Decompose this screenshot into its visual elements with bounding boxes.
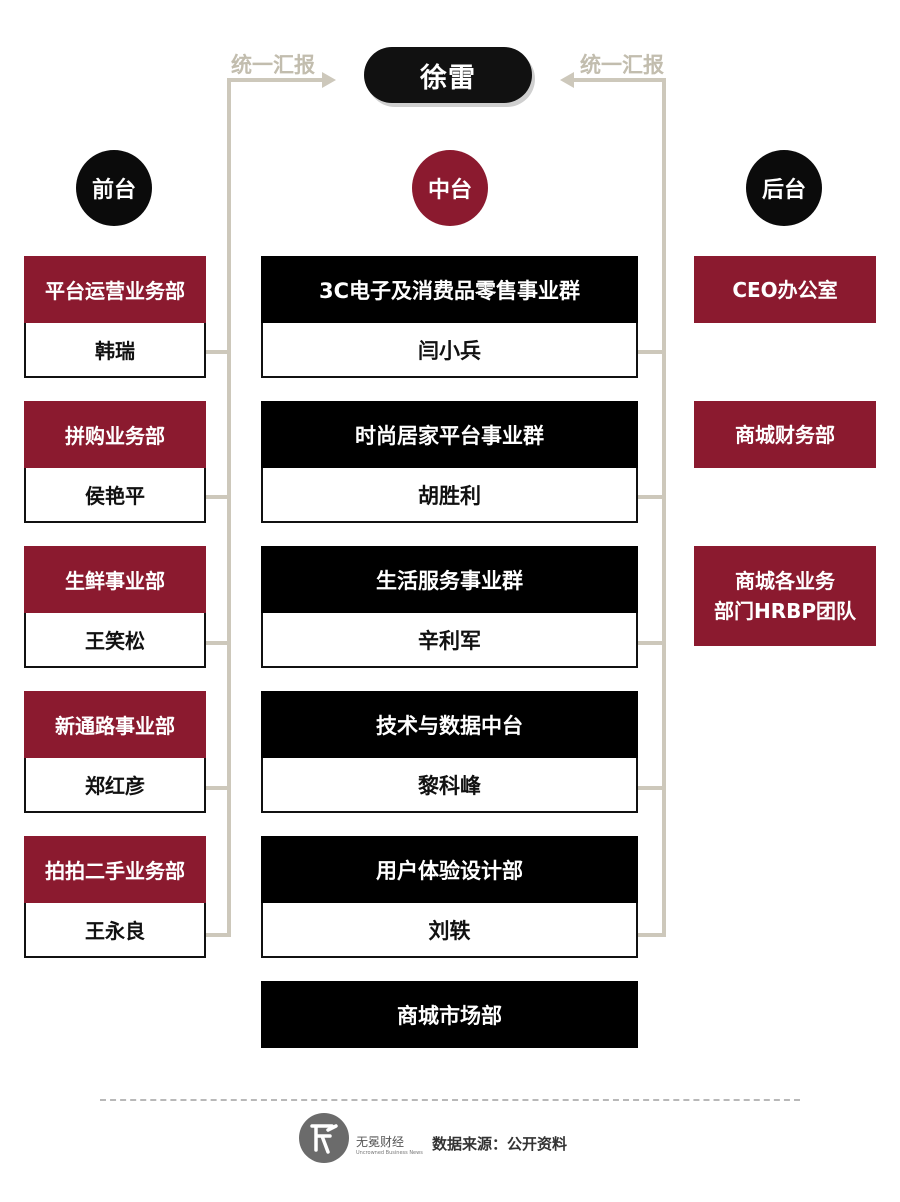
middle-unit-card: 3C电子及消费品零售事业群 闫小兵: [261, 256, 638, 378]
front-unit-head: 侯艳平: [24, 468, 206, 523]
column-middle-circle: 中台: [412, 150, 488, 226]
left-trunk-line: [206, 78, 325, 937]
brand-logo-icon: [299, 1113, 349, 1163]
right-arrow-head: [560, 72, 574, 88]
back-unit-box: 商城各业务 部门HRBP团队: [694, 546, 876, 646]
back-unit-box: CEO办公室: [694, 256, 876, 323]
report-label-left: 统一汇报: [231, 53, 315, 77]
front-unit-dept: 平台运营业务部: [24, 256, 206, 323]
front-unit-dept: 拍拍二手业务部: [24, 836, 206, 903]
front-unit-card: 拼购业务部 侯艳平: [24, 401, 206, 523]
middle-unit-card: 生活服务事业群 辛利军: [261, 546, 638, 668]
front-unit-dept: 拼购业务部: [24, 401, 206, 468]
column-front-circle: 前台: [76, 150, 152, 226]
report-label-right: 统一汇报: [580, 53, 664, 77]
front-unit-head: 王永良: [24, 903, 206, 958]
middle-unit-dept: 3C电子及消费品零售事业群: [261, 256, 638, 323]
right-trunk-line: [571, 78, 666, 937]
back-unit-label-line1: 商城各业务: [735, 569, 835, 593]
footer-divider: [100, 1099, 800, 1101]
root-name: 徐雷: [420, 62, 476, 94]
back-unit-label: CEO办公室: [732, 277, 838, 302]
front-unit-card: 新通路事业部 郑红彦: [24, 691, 206, 813]
middle-unit-head: 辛利军: [261, 613, 638, 668]
front-unit-dept: 生鲜事业部: [24, 546, 206, 613]
back-unit-box: 商城财务部: [694, 401, 876, 468]
middle-unit-dept: 技术与数据中台: [261, 691, 638, 758]
middle-unit-dept: 用户体验设计部: [261, 836, 638, 903]
middle-unit-head: 黎科峰: [261, 758, 638, 813]
front-unit-card: 平台运营业务部 韩瑞: [24, 256, 206, 378]
root-node: 徐雷: [364, 47, 532, 103]
front-unit-head: 郑红彦: [24, 758, 206, 813]
front-unit-head: 王笑松: [24, 613, 206, 668]
brand-name-cn: 无冕财经: [356, 1135, 405, 1149]
middle-unit-dept: 生活服务事业群: [261, 546, 638, 613]
middle-unit-marketing: 商城市场部: [261, 981, 638, 1048]
middle-unit-card: 技术与数据中台 黎科峰: [261, 691, 638, 813]
data-source-note: 数据来源：公开资料: [432, 1135, 568, 1153]
front-unit-dept: 新通路事业部: [24, 691, 206, 758]
middle-unit-dept: 时尚居家平台事业群: [261, 401, 638, 468]
back-unit-label: 商城财务部: [735, 422, 835, 447]
middle-unit-card: 时尚居家平台事业群 胡胜利: [261, 401, 638, 523]
brand-name-en: Uncrowned Business News: [356, 1150, 423, 1156]
middle-unit-head: 刘轶: [261, 903, 638, 958]
column-back-circle: 后台: [746, 150, 822, 226]
middle-unit-head: 闫小兵: [261, 323, 638, 378]
front-unit-head: 韩瑞: [24, 323, 206, 378]
back-unit-label-line2: 部门HRBP团队: [713, 599, 857, 623]
front-unit-card: 拍拍二手业务部 王永良: [24, 836, 206, 958]
middle-unit-head: 胡胜利: [261, 468, 638, 523]
left-arrow-head: [322, 72, 336, 88]
front-unit-card: 生鲜事业部 王笑松: [24, 546, 206, 668]
middle-unit-card: 用户体验设计部 刘轶: [261, 836, 638, 958]
